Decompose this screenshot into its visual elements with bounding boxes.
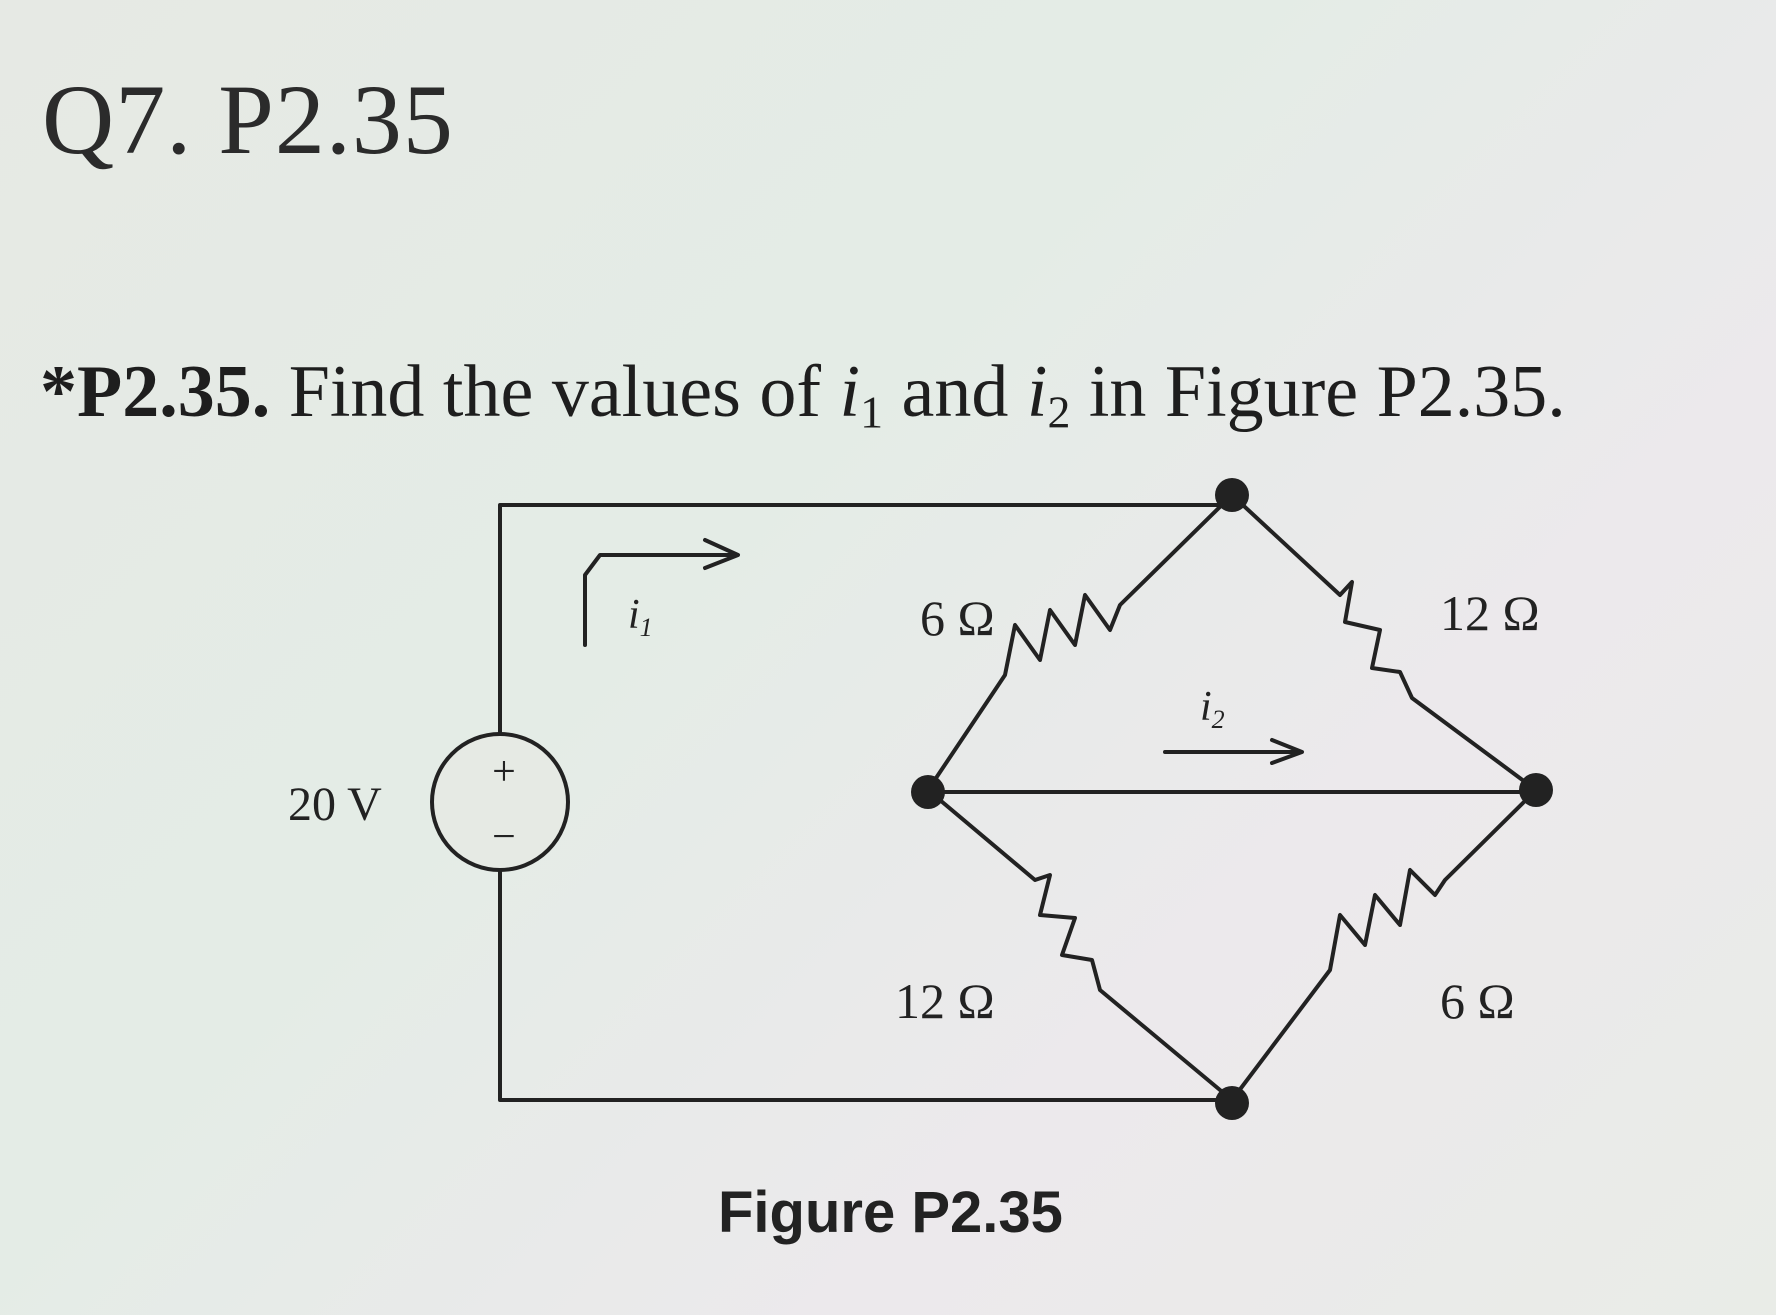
node-left [911,775,945,809]
node-top [1215,478,1249,512]
resistor-top-left [926,493,1234,792]
source-plus: + [492,749,516,795]
voltage-source [430,732,570,872]
node-right [1519,773,1553,807]
figure-caption: Figure P2.35 [718,1180,1063,1245]
arrowhead-i2 [1270,738,1304,765]
problem-number: *P2.35. [40,351,271,433]
resistor-label-bottom-left: 12 Ω [895,973,995,1029]
resistor-bottom-left [926,788,1234,1102]
resistor-label-top-left: 6 Ω [920,590,995,646]
problem-text-mid: and [901,351,1009,433]
arrowhead-i1 [703,538,740,570]
problem-text-after: in Figure P2.35. [1088,351,1566,433]
problem-statement: *P2.35. Find the values of i1 and i2 in … [40,350,1566,438]
current-arrow-i1 [583,553,737,647]
current-label-i1: i1 [628,592,653,642]
resistor-label-bottom-right: 6 Ω [1440,973,1515,1029]
source-voltage-label: 20 V [288,778,382,831]
wire-bottom [498,838,1234,1102]
resistor-top-right [1230,493,1538,792]
question-heading: Q7. P2.35 [42,64,454,175]
problem-var-i1: i1 [839,351,884,438]
source-minus: − [492,814,516,860]
problem-text-before: Find the values of [288,351,822,433]
node-bottom [1215,1086,1249,1120]
current-label-i2: i2 [1200,684,1225,734]
resistor-label-top-right: 12 Ω [1440,585,1540,641]
wire-top [498,503,1234,767]
problem-var-i2: i2 [1026,351,1071,438]
resistor-bottom-right [1230,788,1538,1102]
